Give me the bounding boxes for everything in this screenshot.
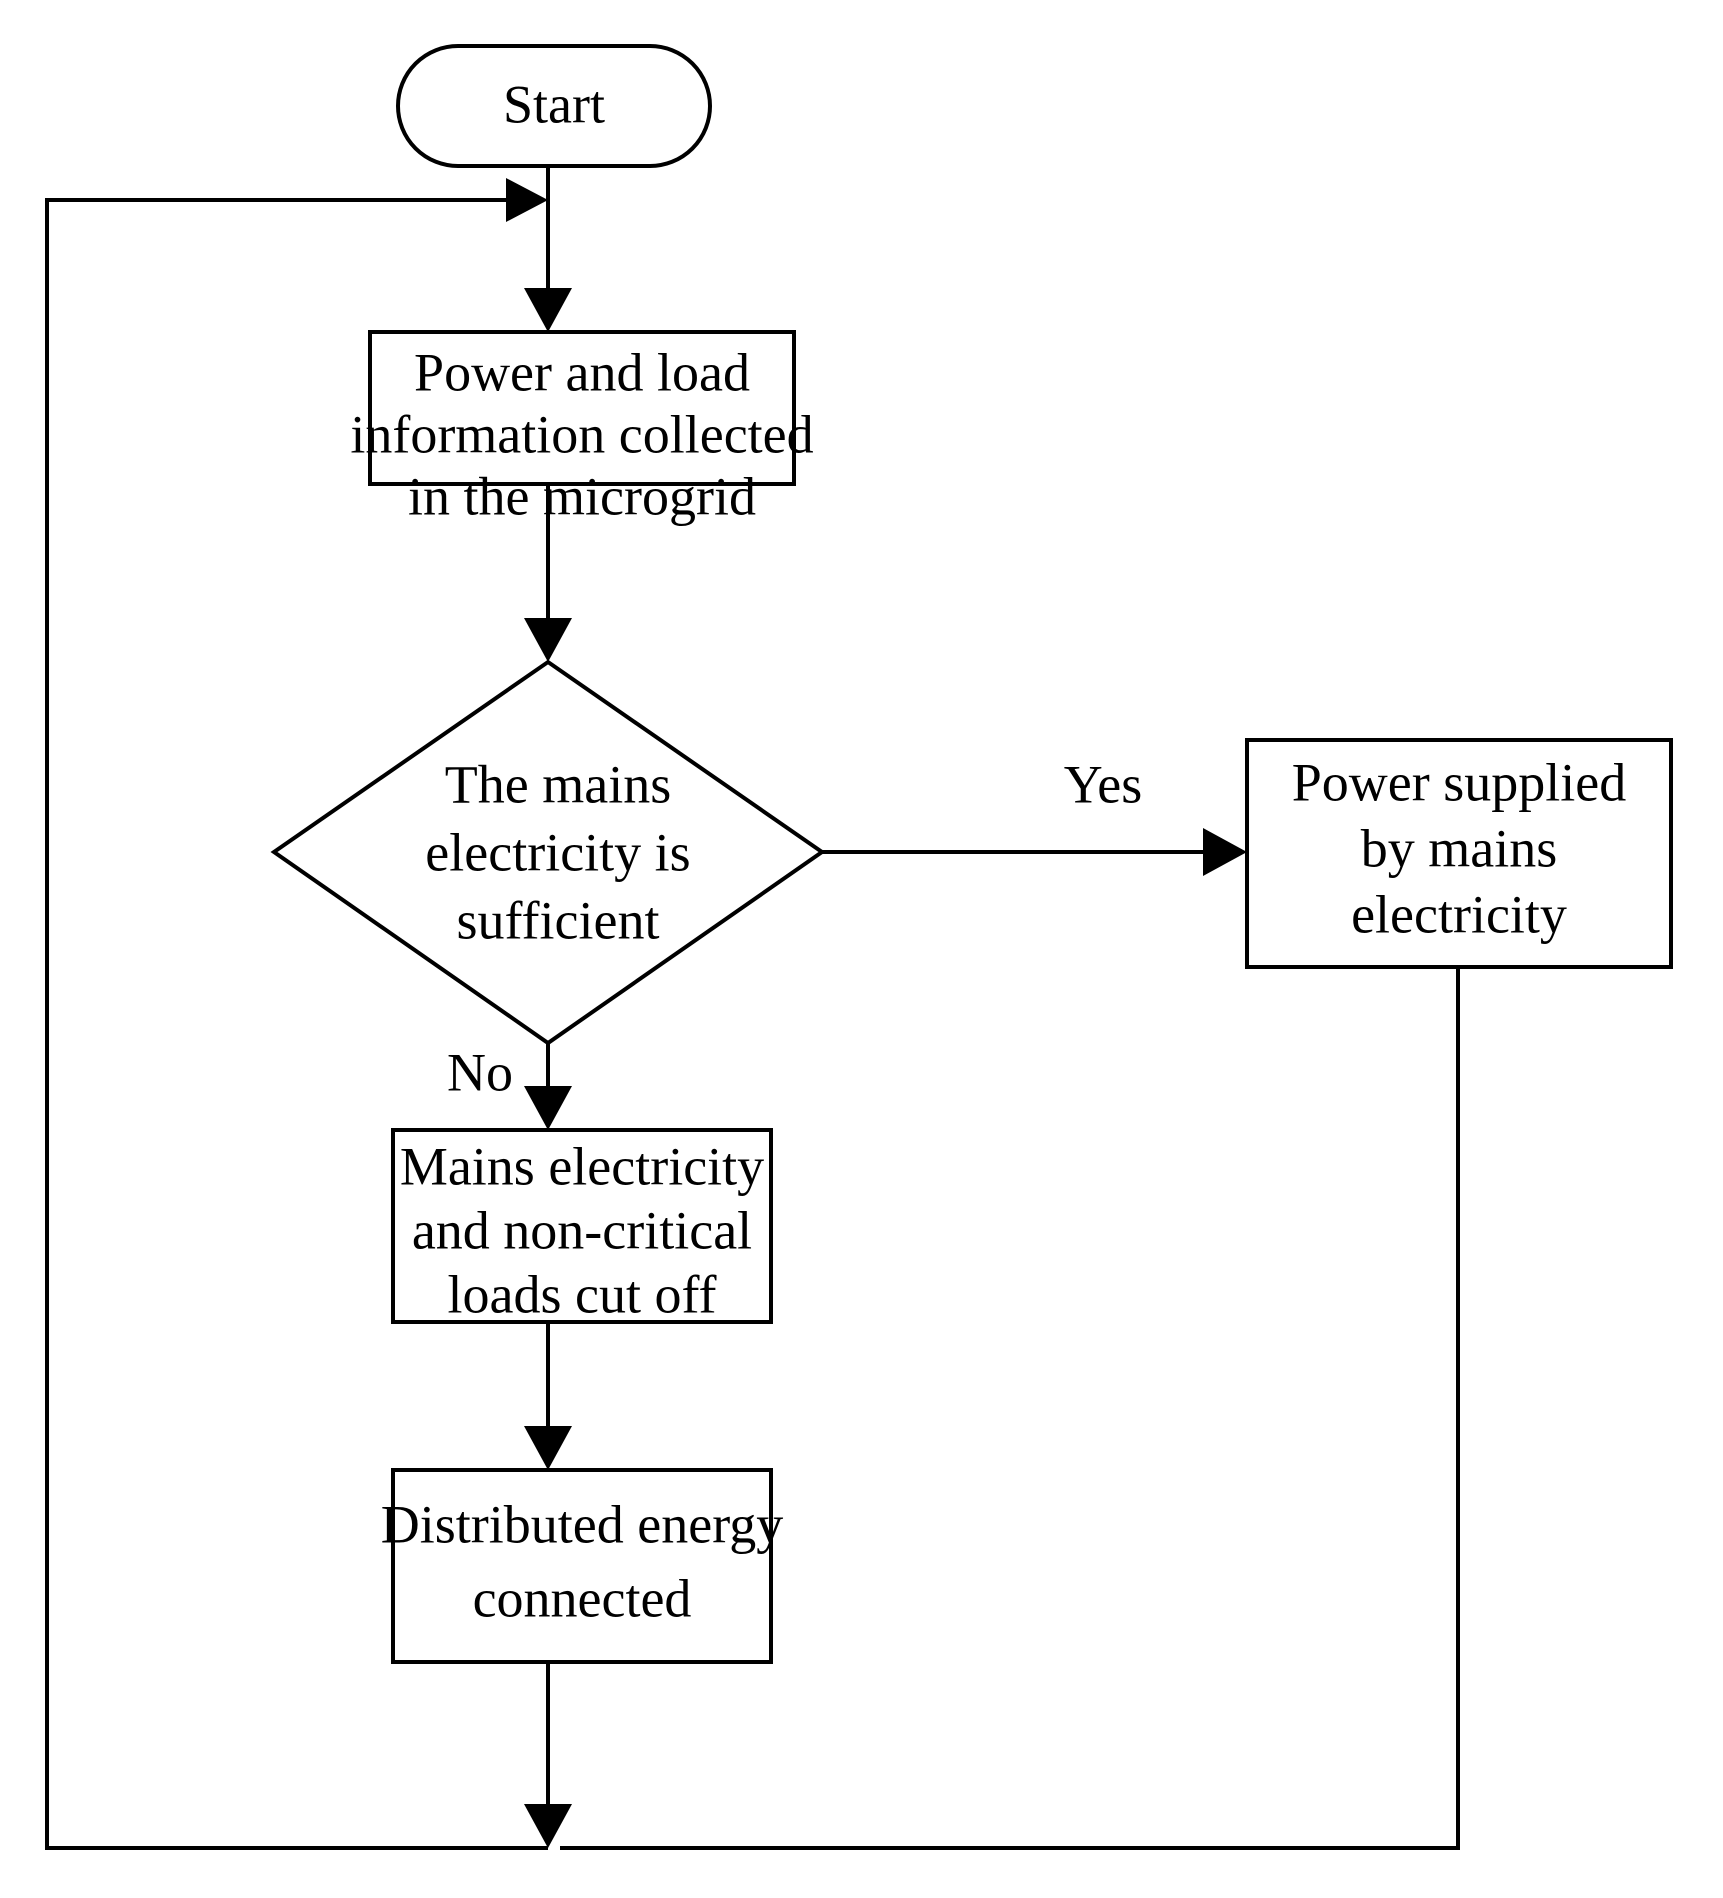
mains-supply-line-1: Power supplied <box>1292 752 1626 812</box>
edge-label-yes: Yes <box>1064 754 1143 814</box>
edge-decision-yes-arrowhead <box>1203 828 1247 876</box>
collect-info-line-1: Power and load <box>414 342 750 402</box>
edge-collect-to-decision-arrowhead <box>524 618 572 662</box>
mains-supply-line-2: by mains <box>1361 818 1558 878</box>
edge-cutoff-to-distributed-arrowhead <box>524 1426 572 1470</box>
feedback-loop-path <box>45 198 548 1850</box>
edge-distributed-to-loop-arrowhead <box>524 1804 572 1848</box>
decision-line-1: The mains <box>445 754 671 814</box>
edge-start-to-collect-arrowhead <box>524 288 572 332</box>
mains-supply-line-3: electricity <box>1351 884 1567 944</box>
start-node-label: Start <box>503 74 605 134</box>
edge-decision-no-arrowhead <box>524 1086 572 1130</box>
cut-off-line-3: loads cut off <box>448 1264 717 1324</box>
start-node[interactable] <box>396 44 712 168</box>
collect-info-line-2: information collected <box>350 404 813 464</box>
decision-line-2: electricity is <box>425 822 690 882</box>
collect-info-line-3: in the microgrid <box>408 466 756 526</box>
mains-return-path <box>560 967 1460 1850</box>
distributed-energy-node[interactable] <box>391 1468 773 1664</box>
distributed-energy-line-2: connected <box>473 1568 692 1628</box>
cut-off-node[interactable] <box>391 1128 773 1324</box>
cut-off-line-2: and non-critical <box>412 1200 752 1260</box>
mains-supply-node[interactable] <box>1245 738 1673 969</box>
collect-info-node[interactable] <box>368 330 796 486</box>
distributed-energy-line-1: Distributed energy <box>381 1494 783 1554</box>
decision-line-3: sufficient <box>457 890 660 950</box>
feedback-loop-arrowhead <box>506 178 548 222</box>
edge-label-no: No <box>447 1042 513 1102</box>
cut-off-line-1: Mains electricity <box>400 1136 764 1196</box>
